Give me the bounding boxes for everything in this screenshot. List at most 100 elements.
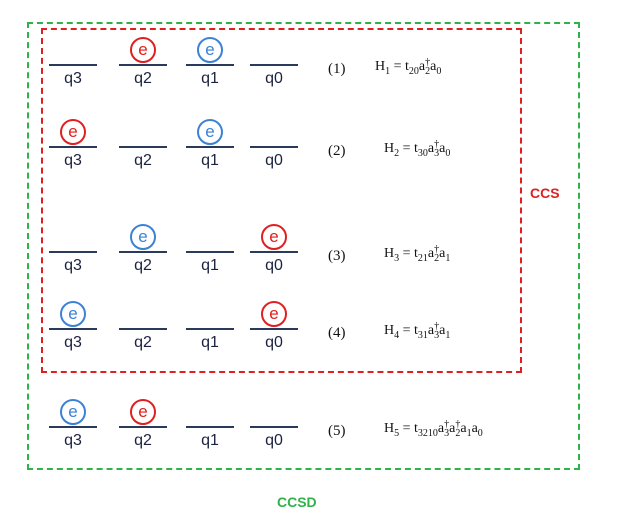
amplitude-index: 20	[408, 66, 419, 78]
ccs-label: CCS	[530, 185, 560, 201]
orbital-line	[250, 426, 298, 428]
row-number: (3)	[328, 248, 346, 264]
operator-index: 1	[466, 428, 472, 440]
electron-blue: e	[197, 37, 223, 63]
orbital-line	[119, 251, 167, 253]
operator-index: 3	[434, 148, 440, 159]
orbital-line	[119, 328, 167, 330]
qubit-label: q2	[134, 432, 152, 449]
electron-blue: e	[130, 224, 156, 250]
qubit-q0: q0	[250, 110, 298, 170]
operator-symbol: a	[439, 141, 446, 157]
qubit-q0: q0	[250, 28, 298, 88]
qubit-label: q2	[134, 257, 152, 274]
row-number: (4)	[328, 325, 346, 341]
hamiltonian-symbol: H	[384, 141, 395, 157]
operator-indices: †2	[425, 57, 431, 77]
operator-indices: †3	[434, 321, 440, 341]
qubit-label: q3	[64, 152, 82, 169]
qubit-label: q2	[134, 334, 152, 351]
ccsd-label: CCSD	[277, 494, 317, 510]
row-number: (2)	[328, 143, 346, 159]
qubit-q1: q1	[186, 215, 234, 275]
operator-indices: †2	[434, 244, 440, 264]
operator-indices: †3	[434, 139, 440, 159]
orbital-line	[186, 146, 234, 148]
row-number: (5)	[328, 423, 346, 439]
ccsd-boundary	[27, 22, 580, 470]
operator-index: 1	[445, 253, 451, 265]
orbital-line	[119, 426, 167, 428]
amplitude-symbol: t	[405, 59, 409, 75]
qubit-q3: e q3	[49, 292, 97, 352]
qubit-label: q1	[201, 432, 219, 449]
operator-symbol: a	[418, 59, 426, 75]
electron-red: e	[60, 119, 86, 145]
amplitude-index: 31	[417, 330, 428, 342]
dagger-symbol: †	[434, 139, 440, 150]
operator-indices: †2	[455, 419, 461, 439]
orbital-line	[250, 251, 298, 253]
qubit-label: q0	[265, 70, 283, 87]
operator-index: 2	[455, 428, 461, 439]
equals-sign: =	[399, 323, 415, 339]
orbital-line	[186, 328, 234, 330]
qubit-q3: e q3	[49, 110, 97, 170]
electron-red: e	[130, 399, 156, 425]
hamiltonian-symbol: H	[384, 421, 395, 437]
dagger-symbol: †	[434, 321, 440, 332]
dagger-symbol: †	[434, 244, 440, 255]
orbital-line	[119, 146, 167, 148]
qubit-label: q1	[201, 257, 219, 274]
qubit-label: q3	[64, 334, 82, 351]
equals-sign: =	[399, 141, 415, 157]
orbital-line	[49, 146, 97, 148]
hamiltonian-index: 5	[394, 428, 400, 440]
qubit-q3: q3	[49, 215, 97, 275]
orbital-line	[186, 64, 234, 66]
dagger-symbol: †	[444, 419, 450, 430]
operator-symbol: a	[427, 246, 435, 262]
operator-symbol: a	[427, 323, 435, 339]
qubit-label: q1	[201, 152, 219, 169]
electron-blue: e	[60, 301, 86, 327]
amplitude-symbol: t	[414, 141, 418, 157]
amplitude-symbol: t	[414, 421, 418, 437]
qubit-label: q3	[64, 70, 82, 87]
operator-symbol: a	[437, 421, 445, 437]
operator-symbol: a	[439, 246, 446, 262]
operator-index: 1	[445, 330, 451, 342]
amplitude-index: 21	[417, 253, 428, 265]
operator-indices: †3	[444, 419, 450, 439]
equals-sign: =	[399, 246, 415, 262]
operator-index: 0	[436, 66, 442, 78]
qubit-q1: q1	[186, 292, 234, 352]
qubit-label: q3	[64, 432, 82, 449]
operator-index: 0	[477, 428, 483, 440]
qubit-label: q2	[134, 152, 152, 169]
orbital-line	[250, 328, 298, 330]
qubit-label: q0	[265, 334, 283, 351]
operator-index: 2	[425, 66, 431, 77]
qubit-q3: q3	[49, 28, 97, 88]
operator-index: 3	[444, 428, 450, 439]
qubit-label: q3	[64, 257, 82, 274]
operator-symbol: a	[449, 421, 456, 437]
operator-index: 3	[434, 330, 440, 341]
hamiltonian-symbol: H	[384, 323, 395, 339]
orbital-line	[49, 64, 97, 66]
operator-symbol: a	[460, 421, 467, 437]
dagger-symbol: †	[455, 419, 461, 430]
orbital-line	[49, 426, 97, 428]
dagger-symbol: †	[425, 57, 431, 68]
